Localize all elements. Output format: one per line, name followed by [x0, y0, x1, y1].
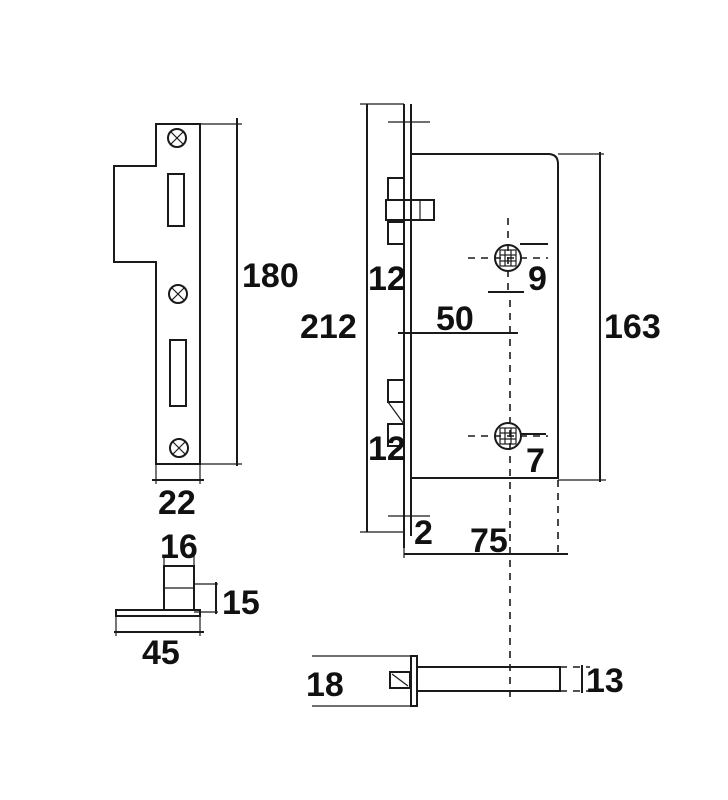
faceplate-thickness-label: 2: [414, 514, 433, 552]
spindle-length-label: 18: [306, 666, 344, 704]
latch-bolt: [385, 177, 435, 245]
bolt-slot: [169, 339, 187, 407]
keeper-base-label: 45: [142, 634, 180, 672]
screw-icon: [168, 284, 188, 304]
spindle-size-label: 13: [586, 662, 624, 700]
keeper-width-label: 16: [160, 528, 198, 566]
screw-icon: [167, 128, 187, 148]
upper-spindle-hole: [468, 218, 548, 296]
lock-case: [411, 153, 559, 479]
lower-bolt-label: 12: [368, 430, 406, 468]
overall-height-label: 212: [300, 308, 357, 346]
keeper: [114, 556, 218, 636]
strike-height-dimension: [200, 118, 242, 466]
keeper-height-label: 15: [222, 584, 260, 622]
center-distance-label: 50: [436, 300, 474, 338]
backset-label: 75: [470, 522, 508, 560]
strike-plate: [113, 123, 201, 465]
lower-spindle-hole: [468, 422, 548, 450]
strike-width-dimension: [152, 464, 204, 484]
strike-width-label: 22: [158, 484, 196, 522]
lock-faceplate: [388, 104, 430, 536]
latch-slot: [167, 173, 185, 227]
upper-bolt-label: 12: [368, 260, 406, 298]
dead-bolt: [387, 379, 405, 447]
upper-hole-label: 9: [528, 260, 547, 298]
case-height-dimension: [558, 152, 606, 482]
lower-hole-label: 7: [526, 442, 545, 480]
case-height-label: 163: [604, 308, 661, 346]
overall-height-dimension: [360, 103, 404, 533]
screw-icon: [169, 438, 189, 458]
spindle: [312, 655, 590, 707]
strike-height-label: 180: [242, 257, 299, 295]
